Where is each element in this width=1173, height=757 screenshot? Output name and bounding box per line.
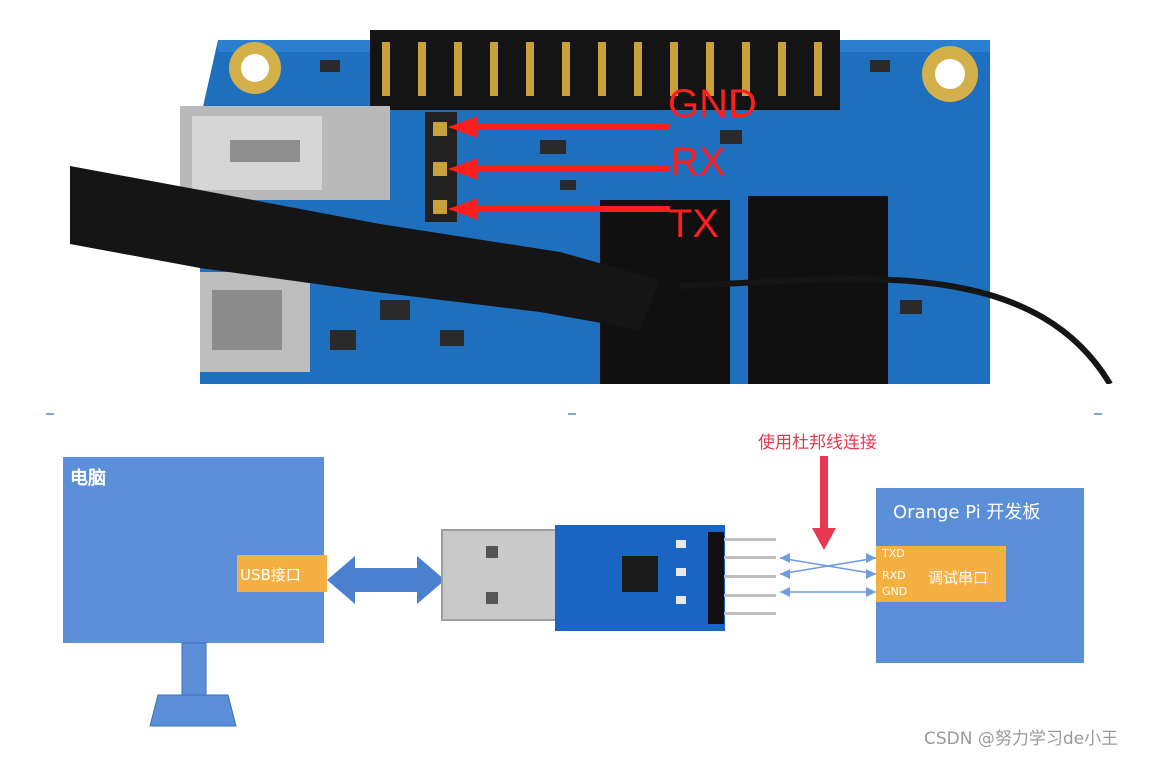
double-arrow bbox=[327, 556, 445, 604]
usb-ttl-chip bbox=[622, 556, 658, 592]
gnd-board-pin-label: GND bbox=[882, 585, 908, 598]
connection-diagram bbox=[46, 413, 1102, 727]
cable bbox=[70, 166, 660, 330]
watermark: CSDN @努力学习de小王 bbox=[924, 729, 1119, 749]
pc-base bbox=[149, 694, 237, 727]
rxd-pin-label: RXD bbox=[882, 569, 906, 582]
wires bbox=[779, 557, 877, 593]
board-title: Orange Pi 开发板 bbox=[893, 502, 1041, 523]
usb-port-label: USB接口 bbox=[240, 566, 301, 584]
gnd-pin-label: GND bbox=[668, 82, 757, 126]
tx-pin-label: TX bbox=[668, 202, 720, 246]
dupont-note: 使用杜邦线连接 bbox=[758, 433, 877, 453]
debug-serial-box bbox=[876, 546, 1006, 602]
note-arrow bbox=[820, 456, 828, 530]
pin-arrows bbox=[448, 116, 670, 220]
debug-serial-label: 调试串口 bbox=[928, 569, 989, 587]
board-photo bbox=[70, 30, 1113, 384]
usb-port-box bbox=[237, 555, 327, 592]
pc-stand bbox=[181, 642, 207, 696]
usb-plug bbox=[441, 529, 578, 621]
pc-title: 电脑 bbox=[70, 468, 106, 489]
ram-chip-right bbox=[748, 196, 888, 384]
txd-pin-label: TXD bbox=[882, 547, 905, 560]
rx-pin-label: RX bbox=[670, 140, 726, 184]
pc-monitor bbox=[63, 457, 324, 643]
